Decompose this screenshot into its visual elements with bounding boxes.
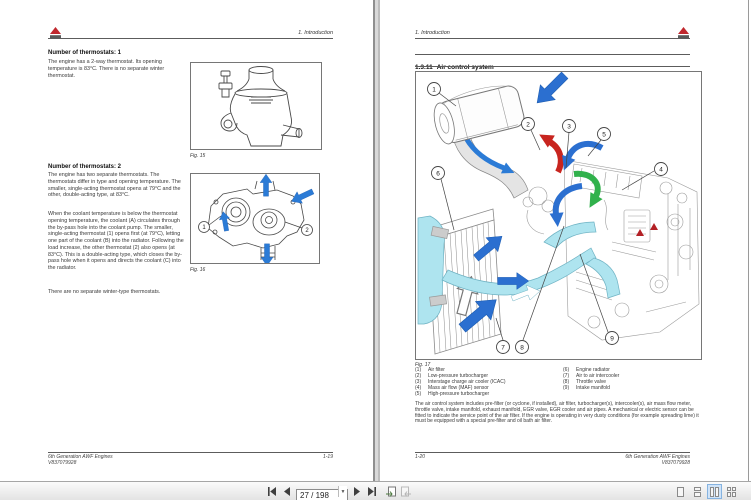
paragraph: There are no separate winter-type thermo… xyxy=(48,289,161,295)
previous-page-button[interactable] xyxy=(281,485,293,498)
figure-caption: Fig. 15 xyxy=(190,153,206,159)
brand-logo-icon xyxy=(50,26,61,44)
callout-9: 9 xyxy=(610,335,614,342)
page-navigation-group: ▼ xyxy=(266,484,412,500)
paragraph: The engine has a 2-way thermostat. Its o… xyxy=(48,59,165,79)
callout-3: 3 xyxy=(567,123,571,130)
air-flow-arrows xyxy=(458,71,604,333)
coolant-flow-arrows xyxy=(219,173,315,267)
paragraph: When the coolant temperature is below th… xyxy=(48,211,184,271)
next-view-button[interactable] xyxy=(400,485,412,498)
legend-item: (5)High-pressure turbocharger xyxy=(415,390,490,397)
footer-page-number: 1-19 xyxy=(322,454,333,460)
callout-6: 6 xyxy=(436,170,440,177)
header-rule xyxy=(415,38,690,39)
footer-line2: V837079928 xyxy=(661,460,690,467)
page-number-input[interactable] xyxy=(296,489,348,500)
callout-8: 8 xyxy=(520,344,524,351)
footer-line2: V837079928 xyxy=(48,460,77,467)
running-header: 1. Introduction xyxy=(298,30,333,36)
figure-legend-right: (6)Engine radiator (7)Air to air interco… xyxy=(563,367,703,392)
callout-2: 2 xyxy=(526,121,530,128)
callout-2: 2 xyxy=(305,228,309,234)
footer-line1: 6th Generation AWF Engines xyxy=(48,454,113,460)
callout-7: 7 xyxy=(501,344,505,351)
page-layout-group xyxy=(673,484,739,499)
legend-item: (7)Air to air intercooler xyxy=(563,372,620,379)
continuous-scroll-layout-button[interactable] xyxy=(690,484,705,499)
next-page-button[interactable] xyxy=(351,485,363,498)
section-heading: Number of thermostats: 1 xyxy=(48,50,122,56)
page-number-field: ▼ xyxy=(296,485,348,500)
viewer-toolbar: ▼ xyxy=(0,481,751,500)
header-rule xyxy=(48,38,333,39)
callout-4: 4 xyxy=(659,166,663,173)
footer-page-number: 1-20 xyxy=(415,454,426,460)
two-page-layout-button[interactable] xyxy=(707,484,722,499)
air-control-system-drawing: 1 2 3 4 5 6 7 8 9 xyxy=(417,71,700,355)
paragraph: The air control system includes pre-filt… xyxy=(415,401,699,425)
callout-1: 1 xyxy=(432,86,436,93)
footer-line1: 6th Generation AWF Engines xyxy=(625,454,690,460)
footer-booktitle: 6th Generation AWF Engines V837079928 xyxy=(625,454,690,467)
previous-view-button[interactable] xyxy=(385,485,397,498)
brand-logo-icon xyxy=(678,26,689,44)
figure-17: 1 2 3 4 5 6 7 8 9 xyxy=(415,71,702,360)
figure-legend-left: (1)Air filter (2)Low-pressure turbocharg… xyxy=(415,367,563,397)
figure-16: 1 2 xyxy=(190,173,320,267)
footer-booktitle: 6th Generation AWF Engines V837079928 xyxy=(48,454,113,467)
thermostats-flow-drawing: 1 2 xyxy=(198,173,315,267)
figure-caption: Fig. 17 xyxy=(415,362,431,368)
figure-15 xyxy=(190,62,322,150)
legend-item: (4)Mass air flow (MAF) sensor xyxy=(415,384,489,391)
legend-item: (2)Low-pressure turbocharger xyxy=(415,372,489,379)
legend-item: (3)Interstage charge air cooler (ICAC) xyxy=(415,378,506,385)
last-page-button[interactable] xyxy=(366,485,378,498)
legend-item: (6)Engine radiator xyxy=(563,367,610,373)
air-filter-drawing xyxy=(433,85,525,145)
page-edge-line xyxy=(748,0,749,481)
first-page-button[interactable] xyxy=(266,485,278,498)
single-page-layout-button[interactable] xyxy=(673,484,688,499)
legend-item: (1)Air filter xyxy=(415,367,445,373)
document-page-left: 1. Introduction Number of thermostats: 1… xyxy=(0,0,373,481)
section-name: Air control system xyxy=(436,64,494,71)
thermostat-housing-drawing xyxy=(218,66,303,147)
warning-triangle-icons xyxy=(636,223,658,236)
footer-rule xyxy=(48,452,333,453)
footer-rule xyxy=(415,452,690,453)
section-rule-bottom xyxy=(415,66,690,67)
legend-item: (8)Throttle valve xyxy=(563,378,607,385)
legend-item: (9)Intake manifold xyxy=(563,384,610,391)
section-number: 1.3.11 xyxy=(415,64,433,71)
section-heading: Number of thermostats: 2 xyxy=(48,164,122,170)
running-header: 1. Introduction xyxy=(415,30,450,36)
figure-caption: Fig. 16 xyxy=(190,267,206,273)
callout-5: 5 xyxy=(602,131,606,138)
section-rule-top xyxy=(415,54,690,55)
intake-duct xyxy=(451,129,529,199)
page-gutter xyxy=(373,0,380,481)
callout-1: 1 xyxy=(202,225,206,231)
two-page-scroll-layout-button[interactable] xyxy=(724,484,739,499)
page-dropdown-arrow-icon[interactable]: ▼ xyxy=(338,486,347,497)
paragraph: The engine has two separate thermostats.… xyxy=(48,172,181,199)
